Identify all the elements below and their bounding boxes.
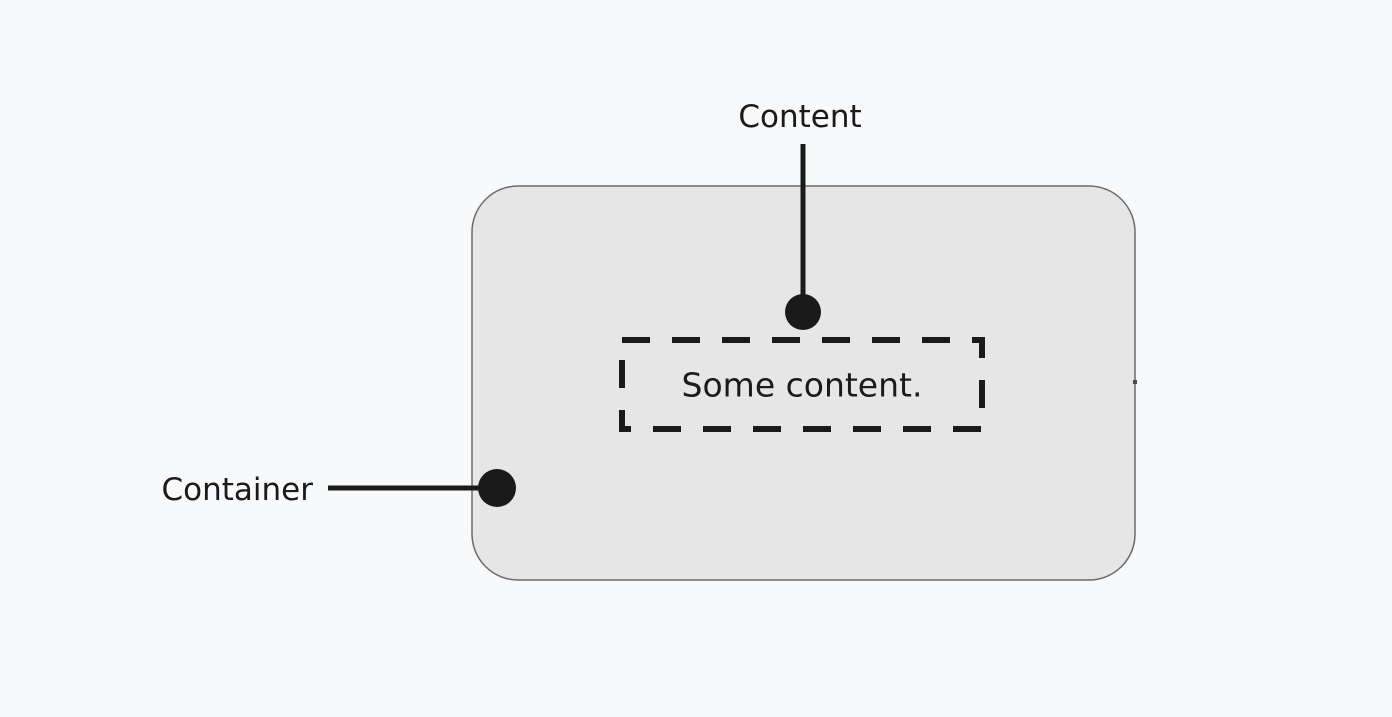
- content-callout-dot[interactable]: [785, 294, 821, 330]
- content-box[interactable]: [619, 337, 985, 432]
- content-box-text: Some content.: [682, 366, 923, 405]
- content-callout-label: Content: [738, 99, 861, 135]
- container-callout-dot[interactable]: [478, 469, 516, 507]
- right-edge-tick-icon: [1133, 380, 1137, 384]
- container-callout-label: Container: [162, 472, 314, 508]
